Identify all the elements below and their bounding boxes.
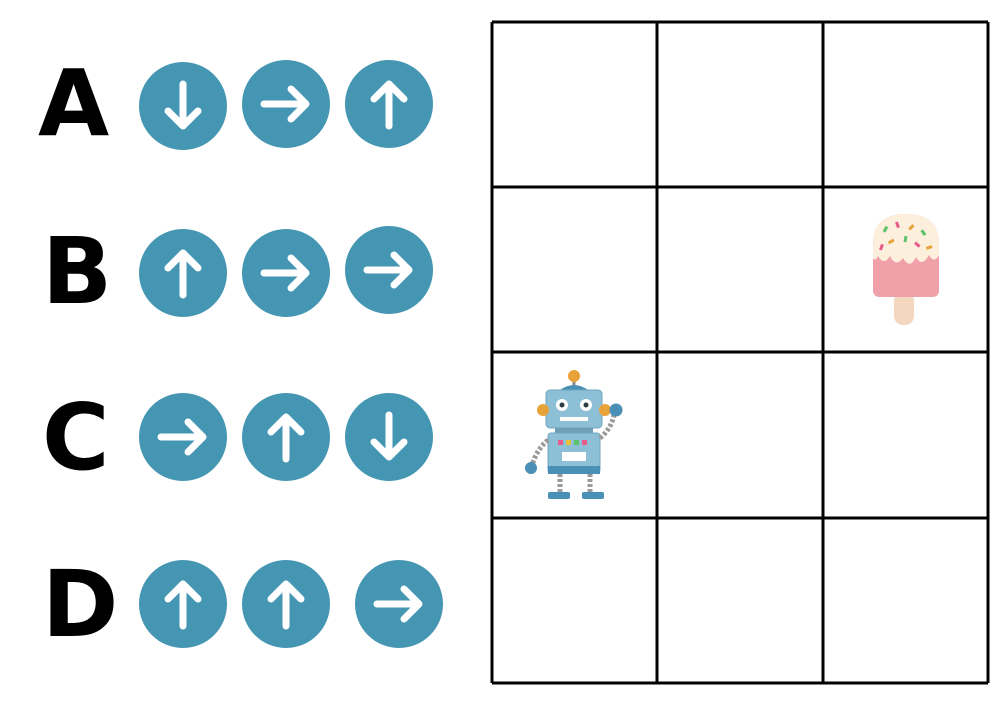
- arrow-up-icon: [242, 560, 330, 648]
- option-a-move-3: [345, 60, 433, 148]
- arrow-right-icon: [242, 229, 330, 317]
- option-c-move-1: [139, 393, 227, 481]
- option-c-move-3: [345, 393, 433, 481]
- option-label-a: A: [38, 50, 110, 157]
- arrow-right-icon: [242, 60, 330, 148]
- option-c-move-2: [242, 393, 330, 481]
- option-d-move-3: [355, 560, 443, 648]
- arrow-right-icon: [355, 560, 443, 648]
- ice-pop-icon: [873, 214, 939, 325]
- arrow-right-icon: [139, 393, 227, 481]
- option-b-move-3: [345, 226, 433, 314]
- option-b-move-1: [139, 229, 227, 317]
- robot-icon: [525, 370, 623, 499]
- option-label-c: C: [42, 384, 110, 491]
- option-d-move-1: [139, 560, 227, 648]
- option-a-move-2: [242, 60, 330, 148]
- arrow-up-icon: [139, 560, 227, 648]
- arrow-up-icon: [345, 60, 433, 148]
- option-b-move-2: [242, 229, 330, 317]
- arrow-up-icon: [242, 393, 330, 481]
- option-d-move-2: [242, 560, 330, 648]
- arrow-down-icon: [345, 393, 433, 481]
- option-a-move-1: [139, 62, 227, 150]
- arrow-up-icon: [139, 229, 227, 317]
- arrow-down-icon: [139, 62, 227, 150]
- arrow-right-icon: [345, 226, 433, 314]
- option-label-d: D: [42, 551, 119, 658]
- option-label-b: B: [42, 218, 113, 325]
